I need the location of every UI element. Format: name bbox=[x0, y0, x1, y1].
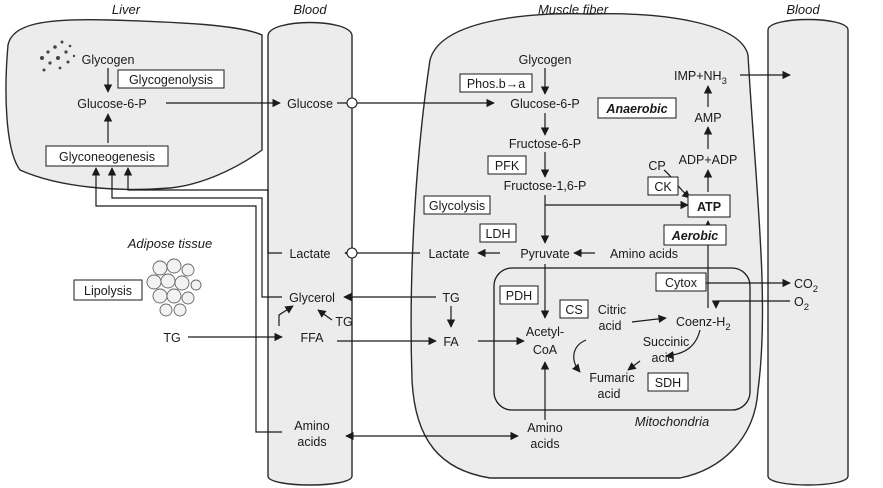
lipolysis-box bbox=[73, 279, 143, 301]
region-label-blood-right: Blood bbox=[786, 2, 820, 17]
blood-amino-acids-line1: Amino bbox=[294, 419, 329, 433]
glycogenolysis-label: Glycogenolysis bbox=[129, 73, 213, 87]
blood-vessel-right bbox=[767, 18, 849, 486]
glycolysis-label: Glycolysis bbox=[429, 199, 485, 213]
blood-glucose: Glucose bbox=[287, 97, 333, 111]
pfk-label: PFK bbox=[495, 159, 520, 173]
region-label-muscle-fiber: Muscle fiber bbox=[538, 2, 609, 17]
cytox-box bbox=[655, 272, 707, 292]
muscle-cp: CP bbox=[648, 159, 665, 173]
ldh-box bbox=[479, 223, 517, 243]
blood-tg: TG bbox=[335, 315, 352, 329]
ck-label: CK bbox=[654, 180, 672, 194]
muscle-imp-nh3: IMP+NH3 bbox=[674, 69, 727, 87]
pdh-box bbox=[499, 285, 539, 305]
muscle-fructose-6-p: Fructose-6-P bbox=[509, 137, 581, 151]
lipolysis-label: Lipolysis bbox=[84, 284, 132, 298]
muscle-glucose-6-p: Glucose-6-P bbox=[510, 97, 579, 111]
adipose-tg: TG bbox=[163, 331, 180, 345]
acetyl-coa-line2: CoA bbox=[533, 343, 558, 357]
liver-glucose-6-p: Glucose-6-P bbox=[77, 97, 146, 111]
gluconeogenesis-label: Glyconeogenesis bbox=[59, 150, 155, 164]
cs-box bbox=[559, 299, 589, 319]
aerobic-box bbox=[663, 224, 727, 246]
blood-lactate: Lactate bbox=[289, 247, 330, 261]
blood-amino-acids-line2: acids bbox=[297, 435, 326, 449]
ck-box bbox=[647, 176, 679, 196]
muscle-fa: FA bbox=[443, 335, 459, 349]
glycogenolysis-box bbox=[117, 69, 225, 89]
atp-label: ATP bbox=[697, 200, 721, 214]
blood-glycerol: Glycerol bbox=[289, 291, 335, 305]
succinic-acid-line1: Succinic bbox=[643, 335, 690, 349]
fumaric-acid-line2: acid bbox=[598, 387, 621, 401]
phosphorylase-box bbox=[459, 73, 533, 93]
blood-ffa: FFA bbox=[301, 331, 325, 345]
o2-label: O2 bbox=[794, 295, 809, 313]
anaerobic-label: Anaerobic bbox=[605, 102, 667, 116]
cytox-label: Cytox bbox=[665, 276, 698, 290]
acetyl-coa-line1: Acetyl- bbox=[526, 325, 564, 339]
cs-label: CS bbox=[565, 303, 582, 317]
glycolysis-box bbox=[423, 195, 491, 215]
sdh-box bbox=[647, 372, 689, 392]
citric-acid-line1: Citric bbox=[598, 303, 626, 317]
muscle-amino-acids-bottom-line1: Amino bbox=[527, 421, 562, 435]
ldh-label: LDH bbox=[485, 227, 510, 241]
muscle-amp: AMP bbox=[694, 111, 721, 125]
anaerobic-box bbox=[597, 97, 677, 119]
muscle-amino-acids: Amino acids bbox=[610, 247, 678, 261]
region-label-mitochondria: Mitochondria bbox=[635, 414, 709, 429]
blood-vessel-left bbox=[267, 21, 353, 486]
coenzyme-h2: Coenz-H2 bbox=[676, 315, 731, 333]
fumaric-acid-line1: Fumaric bbox=[589, 371, 634, 385]
region-label-adipose: Adipose tissue bbox=[127, 236, 213, 251]
atp-box bbox=[687, 194, 731, 218]
muscle-adp: ADP+ADP bbox=[679, 153, 738, 167]
gluconeogenesis-box bbox=[45, 145, 169, 167]
muscle-tg: TG bbox=[442, 291, 459, 305]
pathway-edges bbox=[91, 68, 791, 441]
sdh-label: SDH bbox=[655, 376, 681, 390]
muscle-glycogen: Glycogen bbox=[519, 53, 572, 67]
adipose-cell-cluster bbox=[146, 258, 202, 317]
muscle-fructose-1-6-p: Fructose-1,6-P bbox=[504, 179, 587, 193]
region-label-liver: Liver bbox=[112, 2, 141, 17]
aerobic-label: Aerobic bbox=[671, 229, 719, 243]
phosphorylase-label: Phos.b→a bbox=[467, 77, 525, 91]
muscle-pyruvate: Pyruvate bbox=[520, 247, 569, 261]
glycogen-granules bbox=[40, 40, 76, 72]
region-label-blood-left: Blood bbox=[293, 2, 327, 17]
muscle-lactate: Lactate bbox=[428, 247, 469, 261]
succinic-acid-line2: acid bbox=[652, 351, 675, 365]
citric-acid-line2: acid bbox=[599, 319, 622, 333]
pfk-box bbox=[487, 155, 527, 175]
muscle-amino-acids-bottom-line2: acids bbox=[530, 437, 559, 451]
co2-label: CO2 bbox=[794, 277, 818, 295]
liver-glycogen: Glycogen bbox=[82, 53, 135, 67]
pdh-label: PDH bbox=[506, 289, 532, 303]
